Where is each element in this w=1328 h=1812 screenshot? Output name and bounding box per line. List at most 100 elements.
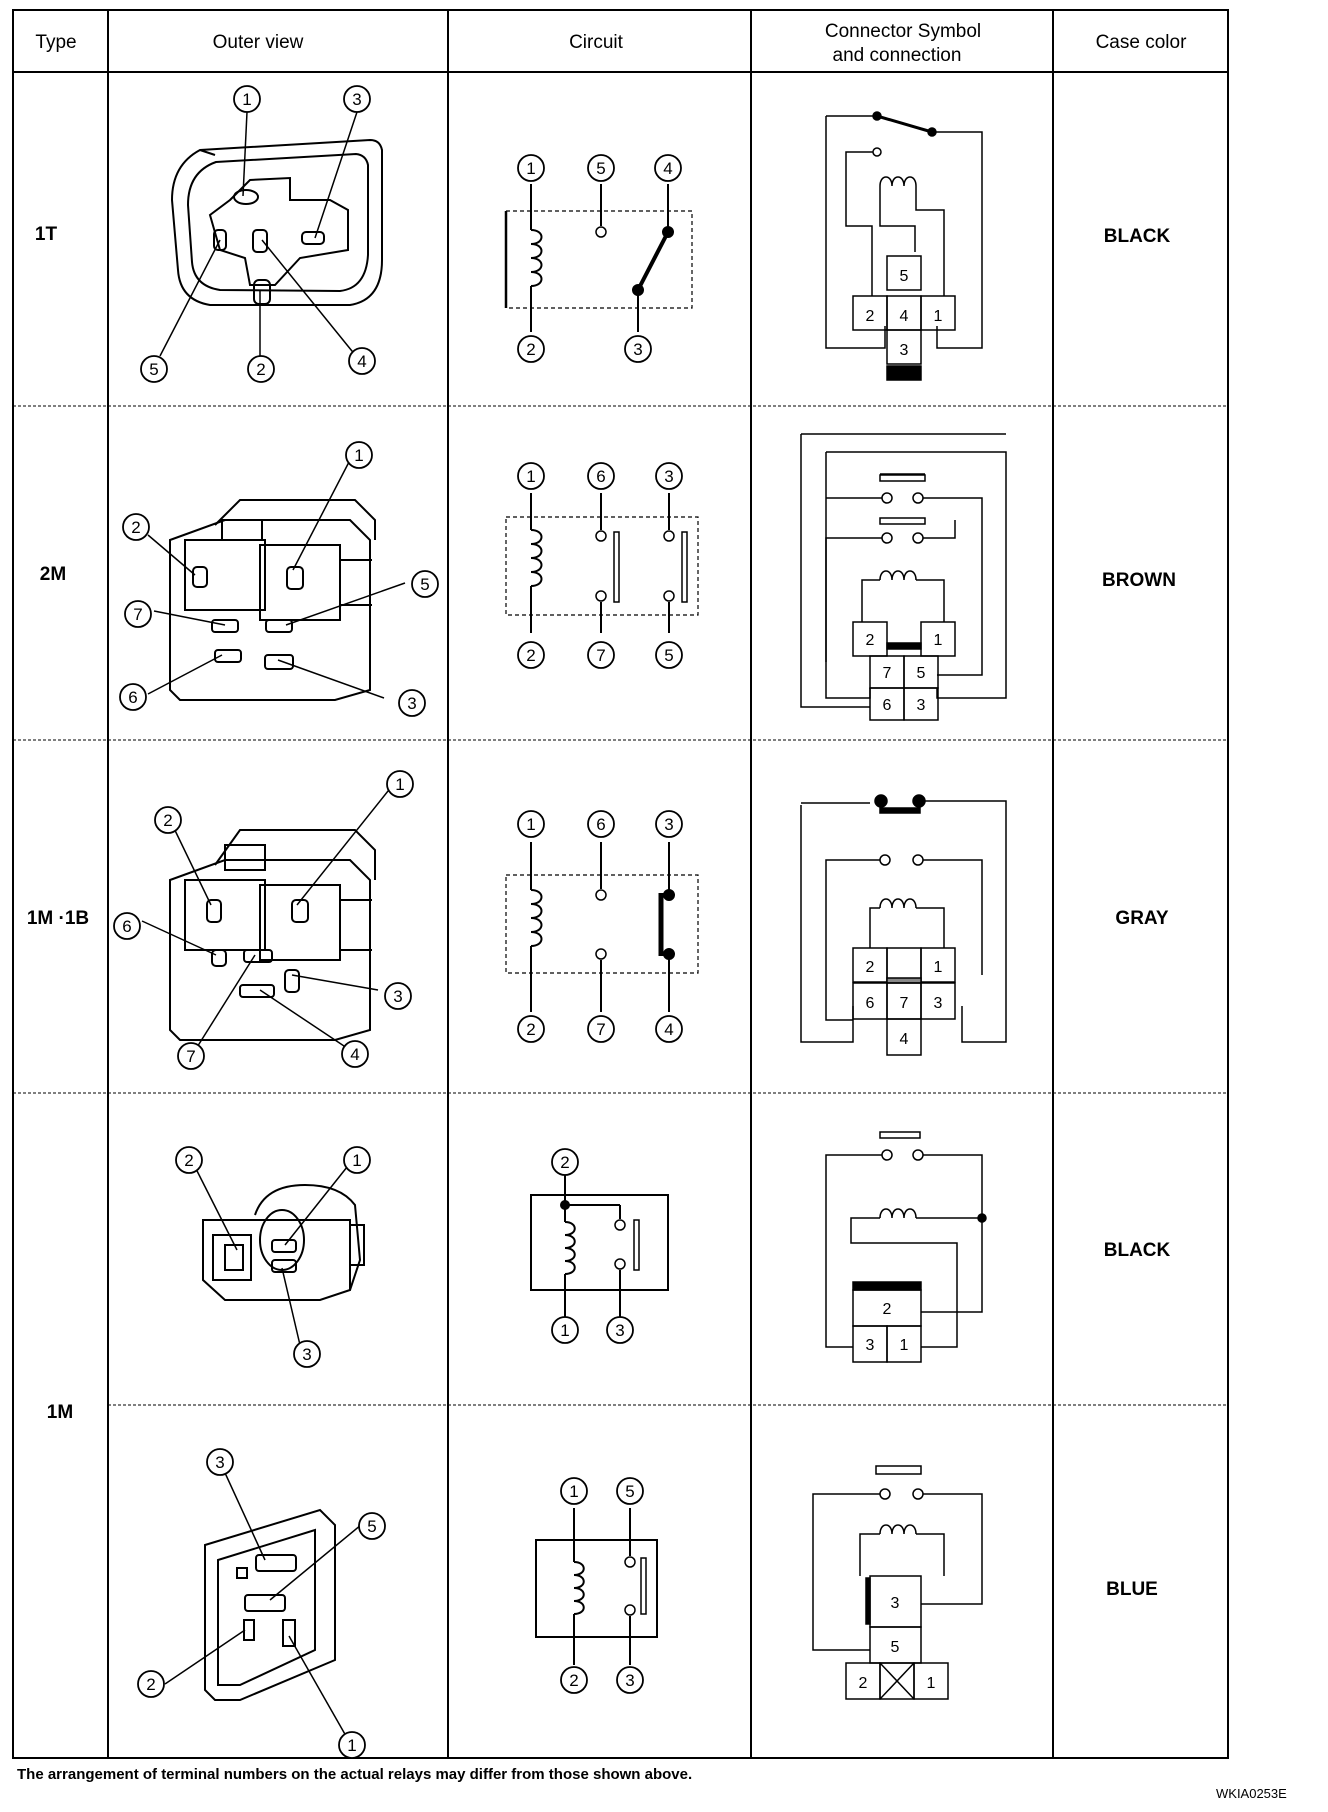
terminal-circle bbox=[345, 441, 373, 469]
circuit-1m-3pin bbox=[530, 1175, 669, 1318]
terminal-number: 5 bbox=[596, 159, 605, 178]
connector-pin-number: 4 bbox=[900, 308, 909, 325]
connector-pin-number: 5 bbox=[917, 665, 926, 682]
type-label-row2: 2M bbox=[40, 564, 66, 585]
case-color-row1: BLACK bbox=[1104, 226, 1171, 247]
terminal-circle bbox=[560, 1666, 588, 1694]
terminal-number: 2 bbox=[131, 518, 140, 537]
terminal-circle bbox=[655, 462, 683, 490]
header-circuit: Circuit bbox=[569, 32, 624, 53]
header-connector-line2: and connection bbox=[833, 45, 962, 66]
terminal-number: 2 bbox=[526, 646, 535, 665]
terminal-circle bbox=[177, 1042, 205, 1070]
header-connector-line1: Connector Symbol bbox=[825, 21, 981, 42]
connector-pin-number: 6 bbox=[883, 697, 892, 714]
terminal-number: 2 bbox=[184, 1151, 193, 1170]
terminal-circle bbox=[398, 689, 426, 717]
connector-2m bbox=[800, 433, 1007, 721]
terminal-number: 3 bbox=[302, 1345, 311, 1364]
terminal-number: 5 bbox=[664, 646, 673, 665]
terminal-number: 5 bbox=[149, 360, 158, 379]
footnote: The arrangement of terminal numbers on t… bbox=[17, 1766, 693, 1783]
terminal-circle bbox=[122, 513, 150, 541]
terminal-circle bbox=[137, 1670, 165, 1698]
terminal-number: 1 bbox=[526, 467, 535, 486]
circuit-1m1b bbox=[505, 842, 699, 1012]
terminal-number: 2 bbox=[146, 1675, 155, 1694]
terminal-circle bbox=[386, 770, 414, 798]
document-code: WKIA0253E bbox=[1216, 1786, 1287, 1801]
terminal-number: 3 bbox=[664, 815, 673, 834]
terminal-circle bbox=[348, 347, 376, 375]
terminal-circle bbox=[517, 462, 545, 490]
terminal-number: 4 bbox=[350, 1045, 359, 1064]
circuit-2m bbox=[505, 493, 699, 633]
terminal-number: 5 bbox=[420, 575, 429, 594]
connector-pin-number: 4 bbox=[900, 1031, 909, 1048]
connector-pin-number: 2 bbox=[866, 959, 875, 976]
connector-pin-number: 1 bbox=[900, 1337, 909, 1354]
terminal-number: 4 bbox=[664, 1020, 673, 1039]
terminal-number: 4 bbox=[663, 159, 672, 178]
terminal-number: 2 bbox=[526, 1020, 535, 1039]
terminal-circle bbox=[517, 335, 545, 363]
connector-1m-blue bbox=[812, 1465, 983, 1700]
terminal-circle bbox=[343, 85, 371, 113]
terminal-number: 3 bbox=[615, 1321, 624, 1340]
terminal-number: 1 bbox=[526, 159, 535, 178]
terminal-number: 2 bbox=[526, 340, 535, 359]
header-outer-view: Outer view bbox=[213, 32, 304, 53]
terminal-circle bbox=[247, 355, 275, 383]
terminal-number: 1 bbox=[347, 1736, 356, 1755]
case-color-row2: BROWN bbox=[1102, 570, 1176, 591]
terminal-number: 1 bbox=[560, 1321, 569, 1340]
terminal-circle bbox=[616, 1666, 644, 1694]
terminal-number: 2 bbox=[256, 360, 265, 379]
header-case-color: Case color bbox=[1096, 32, 1187, 53]
terminal-number: 1 bbox=[352, 1151, 361, 1170]
circuit-1t bbox=[504, 184, 693, 332]
table-header: Type Outer view Circuit Connector Symbol… bbox=[35, 21, 1187, 66]
table-grid bbox=[12, 9, 1229, 1759]
header-type: Type bbox=[35, 32, 76, 53]
terminal-circle bbox=[343, 1146, 371, 1174]
terminal-circle bbox=[551, 1148, 579, 1176]
terminal-circle bbox=[140, 355, 168, 383]
connector-pin-number: 2 bbox=[866, 308, 875, 325]
terminal-circle bbox=[655, 810, 683, 838]
connector-pin-number: 2 bbox=[859, 1675, 868, 1692]
terminal-circle bbox=[655, 1015, 683, 1043]
terminal-circle bbox=[587, 154, 615, 182]
terminal-circle bbox=[293, 1340, 321, 1368]
terminal-number: 2 bbox=[163, 811, 172, 830]
connector-pin-number: 5 bbox=[900, 268, 909, 285]
terminal-circle bbox=[517, 810, 545, 838]
case-color-row3: GRAY bbox=[1115, 908, 1168, 929]
case-color-row4: BLACK bbox=[1104, 1240, 1171, 1261]
connector-pin-number: 5 bbox=[891, 1639, 900, 1656]
terminal-circle bbox=[206, 1448, 234, 1476]
outer-view-2m bbox=[169, 499, 376, 701]
terminal-circle bbox=[624, 335, 652, 363]
terminal-number: 3 bbox=[352, 90, 361, 109]
row-labels: 1T 2M 1M ·1B 1M BLACK BROWN GRAY BLACK B… bbox=[27, 224, 1176, 1600]
terminal-number: 2 bbox=[560, 1153, 569, 1172]
terminal-number: 3 bbox=[633, 340, 642, 359]
outer-view-1m1b bbox=[169, 829, 376, 1041]
terminal-circle bbox=[517, 1015, 545, 1043]
circuit-1m-blue bbox=[535, 1508, 658, 1665]
connector-1m1b bbox=[800, 794, 1007, 1056]
terminal-circle bbox=[587, 641, 615, 669]
case-color-row5: BLUE bbox=[1106, 1579, 1158, 1600]
terminal-number: 3 bbox=[407, 694, 416, 713]
type-label-row3: 1M ·1B bbox=[27, 908, 89, 929]
terminal-circle bbox=[587, 1015, 615, 1043]
connector-pin-number: 2 bbox=[883, 1301, 892, 1318]
terminal-number: 7 bbox=[596, 646, 605, 665]
terminal-number: 2 bbox=[569, 1671, 578, 1690]
terminal-circle bbox=[587, 810, 615, 838]
terminal-circle bbox=[655, 641, 683, 669]
terminal-circle bbox=[551, 1316, 579, 1344]
connector-pin-number: 1 bbox=[927, 1675, 936, 1692]
terminal-number: 6 bbox=[596, 467, 605, 486]
